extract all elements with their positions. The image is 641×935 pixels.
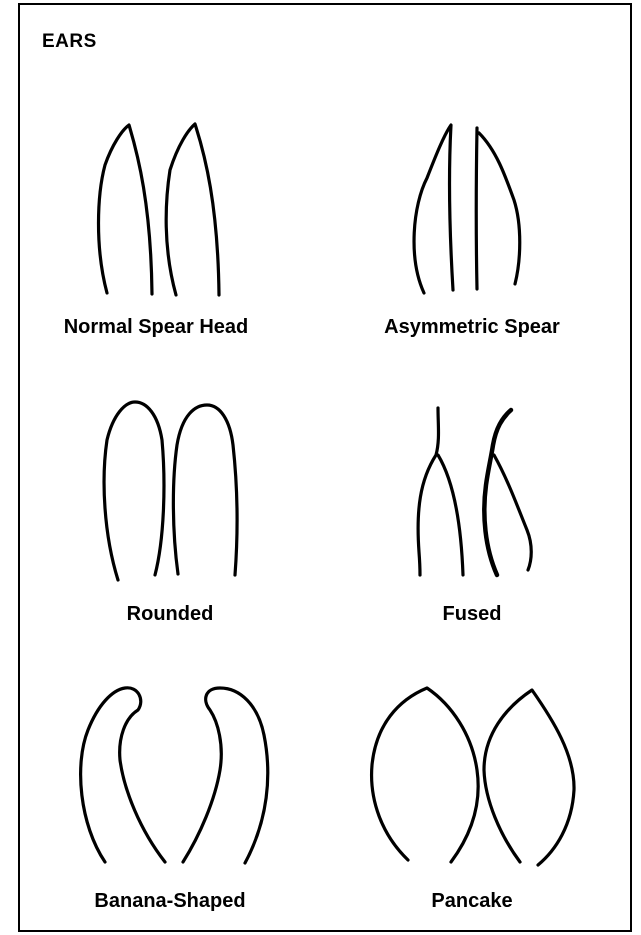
shape-label-banana-shaped: Banana-Shaped xyxy=(20,890,320,913)
shape-label-fused: Fused xyxy=(322,603,622,626)
shape-label-pancake: Pancake xyxy=(322,890,622,913)
rounded-ears-icon xyxy=(104,402,237,580)
shape-label-asymmetric-spear: Asymmetric Spear xyxy=(322,316,622,339)
shape-label-rounded: Rounded xyxy=(20,603,320,626)
asymmetric-spear-ears-icon xyxy=(414,125,520,293)
pancake-ears-icon xyxy=(372,688,574,865)
fused-ears-icon xyxy=(418,408,531,575)
banana-shaped-ears-icon xyxy=(81,688,268,863)
shape-label-normal-spear-head: Normal Spear Head xyxy=(6,316,306,339)
normal-spear-head-ears-icon xyxy=(99,124,220,295)
